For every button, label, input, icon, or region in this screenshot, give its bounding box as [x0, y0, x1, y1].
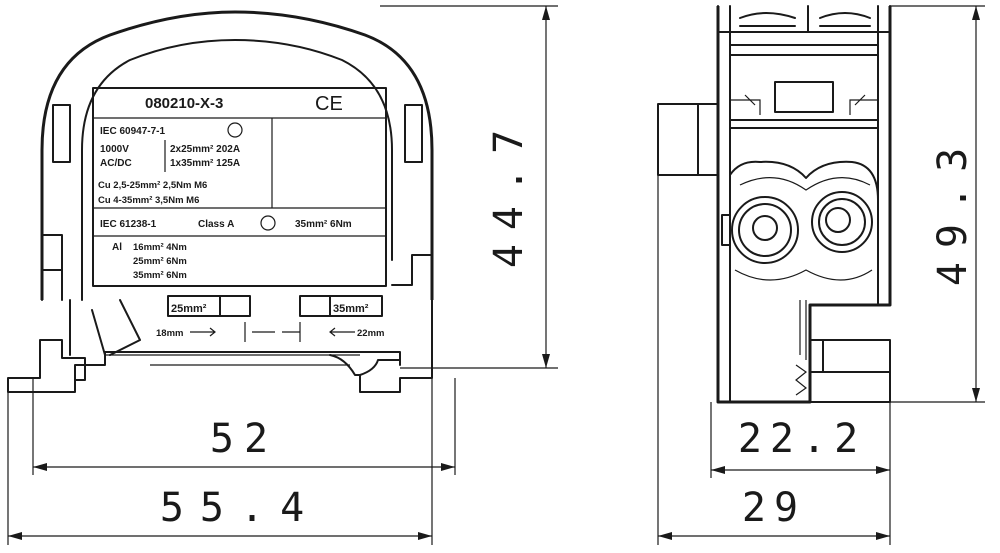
dimension-height-front: 44.7	[400, 6, 558, 369]
housing-outline	[40, 10, 434, 300]
dimension-width-front: 52 55.4	[7, 378, 456, 545]
label-class: Class A	[198, 219, 234, 230]
label-al2: 25mm² 6Nm	[133, 256, 187, 267]
label-al1: 16mm² 4Nm	[133, 242, 187, 253]
side-body-outline	[716, 6, 892, 404]
housing-inner-outline	[81, 39, 393, 301]
strip-length-left: 18mm	[156, 328, 183, 339]
dim-value-44-7: 44.7	[486, 116, 532, 268]
dim-value-49-3: 49.3	[930, 134, 976, 286]
dimension-height-side: 49.3	[890, 6, 985, 403]
front-view: 080210-X-3 CE IEC 60947-7-1 1000V AC/DC …	[7, 5, 558, 393]
window-slot	[774, 81, 834, 113]
side-clip	[809, 339, 891, 403]
dimension-width-side: 22.2 29	[657, 175, 891, 545]
label-plate	[92, 87, 387, 287]
terminal-cavity	[729, 160, 879, 301]
label-voltage: 1000V	[100, 144, 129, 155]
wire-size-right: 35mm²	[333, 303, 369, 315]
clamp-hole-right	[811, 191, 873, 253]
strip-length-right: 22mm	[357, 328, 384, 339]
label-std1: IEC 60947-7-1	[100, 126, 165, 137]
cert-mark-2	[260, 215, 276, 231]
label-class-rating: 35mm² 6Nm	[295, 219, 352, 230]
label-al: Al	[112, 242, 122, 253]
side-stub	[657, 103, 719, 176]
label-al3: 35mm² 6Nm	[133, 270, 187, 281]
wire-size-box-right	[329, 295, 383, 317]
din-rail-foot	[7, 234, 433, 393]
slot-right	[404, 104, 423, 163]
dim-value-29: 29	[742, 485, 806, 531]
wire-size-left: 25mm²	[171, 303, 207, 315]
ce-mark: CE	[315, 93, 343, 115]
label-cu2: Cu 4-35mm² 3,5Nm M6	[98, 195, 199, 206]
label-acdc: AC/DC	[100, 158, 132, 169]
dim-value-22-2: 22.2	[738, 416, 866, 462]
clamp-hole-left	[731, 196, 799, 264]
label-cu1: Cu 2,5-25mm² 2,5Nm M6	[98, 180, 207, 191]
label-rating2: 1x35mm² 125A	[170, 158, 240, 169]
label-rating1: 2x25mm² 202A	[170, 144, 240, 155]
label-std2: IEC 61238-1	[100, 219, 157, 230]
part-number: 080210-X-3	[145, 95, 223, 112]
slot-left	[52, 104, 71, 163]
side-view	[657, 5, 985, 404]
cert-mark-1	[227, 122, 243, 138]
screw-heads-top	[717, 5, 891, 33]
dim-value-52: 52	[210, 416, 278, 462]
dim-value-55-4: 55.4	[160, 485, 320, 531]
